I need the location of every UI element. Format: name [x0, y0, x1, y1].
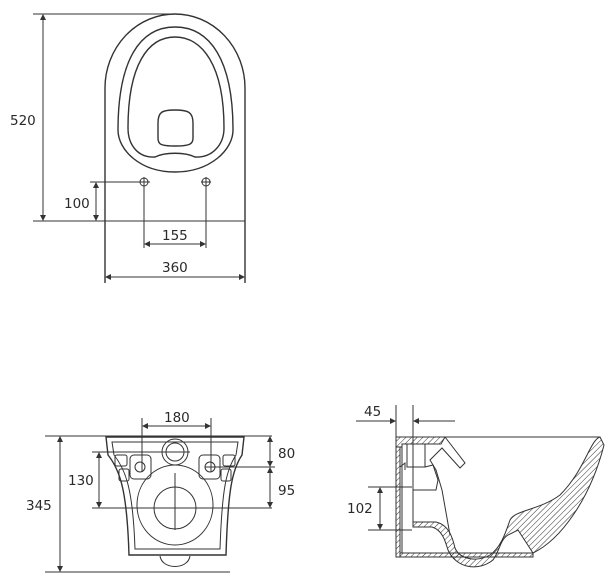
top-flange-section [395, 436, 446, 448]
top-view: 520 100 155 360 [10, 13, 246, 283]
dim-155: 155 [162, 228, 188, 244]
seat-outer [117, 26, 234, 173]
bowl-rim [136, 464, 214, 546]
dim-80: 80 [278, 446, 295, 462]
back-wall [395, 446, 401, 558]
dim-345: 345 [26, 498, 52, 514]
mount-hole-left [134, 461, 146, 473]
dim-360: 360 [162, 260, 188, 276]
rear-view: 345 180 80 95 130 [26, 410, 295, 573]
seat-inner [127, 36, 225, 158]
dim-95: 95 [278, 483, 295, 499]
dim-100: 100 [64, 196, 90, 212]
dim-520: 520 [10, 113, 36, 129]
bowl-section [412, 436, 605, 568]
side-view: 45 102 [347, 404, 605, 568]
rear-outline [105, 436, 245, 556]
lid-hinge [157, 109, 194, 147]
dim-180: 180 [164, 410, 190, 426]
dim-130: 130 [68, 473, 94, 489]
dim-45: 45 [364, 404, 381, 420]
dim-102: 102 [347, 501, 373, 517]
